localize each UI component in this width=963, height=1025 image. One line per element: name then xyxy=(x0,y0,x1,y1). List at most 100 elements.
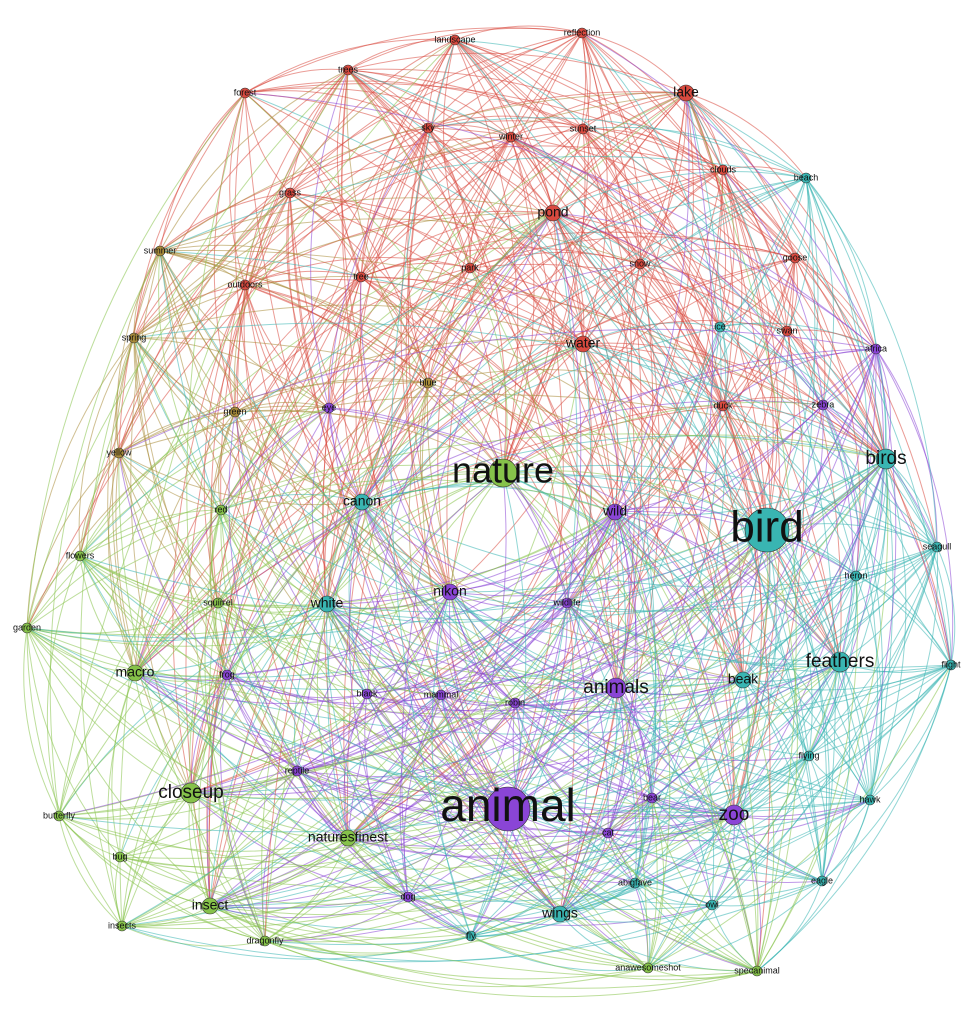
node-lake xyxy=(677,84,695,102)
graph-edge xyxy=(115,452,192,794)
graph-edge xyxy=(130,250,192,794)
graph-edge xyxy=(190,92,687,794)
node-swan xyxy=(781,325,793,337)
graph-edge xyxy=(79,411,236,557)
node-label-spring: spring xyxy=(122,332,147,342)
graph-edge xyxy=(79,555,328,608)
graph-edge xyxy=(26,407,330,629)
graph-edge xyxy=(502,401,824,474)
graph-edge xyxy=(133,337,330,409)
graph-edge xyxy=(449,591,609,834)
node-label-eye: eye xyxy=(322,402,337,412)
graph-edge xyxy=(186,92,266,942)
node-label-wild: wild xyxy=(602,503,627,519)
graph-edge xyxy=(118,452,952,669)
graph-edge xyxy=(119,69,349,927)
graph-edge xyxy=(582,343,938,548)
node-spring xyxy=(128,332,140,344)
graph-edge xyxy=(322,39,456,605)
graph-edge xyxy=(469,92,687,269)
node-label-black: black xyxy=(356,688,378,698)
graph-edge xyxy=(159,250,236,413)
node-label-green: green xyxy=(223,406,246,416)
graph-edge xyxy=(614,511,715,906)
graph-edge xyxy=(427,127,616,513)
node-cat xyxy=(602,827,614,839)
graph-edge xyxy=(440,694,649,969)
graph-edge xyxy=(346,69,429,384)
graph-edge xyxy=(427,267,471,384)
node-label-nature: nature xyxy=(452,450,554,491)
graph-edge xyxy=(552,212,823,882)
graph-edge xyxy=(244,92,877,350)
graph-edge xyxy=(326,136,512,605)
graph-edge xyxy=(756,458,889,972)
graph-edge xyxy=(118,452,266,942)
node-park xyxy=(464,262,476,274)
node-label-garden: garden xyxy=(13,622,41,632)
node-robin xyxy=(509,697,521,709)
graph-edge xyxy=(582,126,807,179)
node-label-abigfave: abigfave xyxy=(618,877,652,887)
node-label-zebra: zebra xyxy=(812,399,835,409)
node-green xyxy=(229,406,241,418)
node-label-reptile: reptile xyxy=(285,765,310,775)
node-macro xyxy=(126,664,144,682)
node-label-cat: cat xyxy=(602,827,615,837)
graph-edge xyxy=(26,509,222,629)
node-label-outdoors: outdoors xyxy=(227,279,263,289)
node-tree xyxy=(355,271,367,283)
graph-edge xyxy=(742,458,887,681)
graph-edge xyxy=(582,343,744,681)
graph-edge xyxy=(134,672,192,794)
node-wild xyxy=(606,503,624,521)
node-label-bear: bear xyxy=(643,792,661,802)
graph-edge xyxy=(244,136,512,286)
graph-edge xyxy=(26,591,451,647)
graph-edge xyxy=(470,212,578,937)
graph-edge xyxy=(289,192,504,474)
graph-edge xyxy=(133,136,512,339)
graph-edge xyxy=(733,664,952,816)
node-pond xyxy=(544,204,562,222)
node-label-anawesomeshot: anawesomeshot xyxy=(615,962,681,972)
graph-edge xyxy=(875,348,954,666)
graph-edge xyxy=(190,679,744,800)
graph-edge xyxy=(469,251,641,269)
node-heron xyxy=(850,570,862,582)
node-label-africa: africa xyxy=(865,343,887,353)
node-label-mammal: mammal xyxy=(424,689,459,699)
graph-edge xyxy=(133,69,349,339)
graph-edge xyxy=(206,276,362,907)
node-label-ice: ice xyxy=(714,321,726,331)
graph-edge xyxy=(58,674,228,817)
node-label-pond: pond xyxy=(537,204,568,220)
graph-edge xyxy=(220,92,687,511)
graph-edge xyxy=(449,591,823,882)
graph-edge xyxy=(507,546,938,810)
graph-edge xyxy=(121,880,823,963)
node-label-goose: goose xyxy=(783,252,808,262)
graph-edge xyxy=(722,169,824,406)
node-label-flying: flying xyxy=(798,750,819,760)
node-reflection xyxy=(576,27,588,39)
graph-edge xyxy=(582,342,824,406)
graph-edge xyxy=(226,472,504,676)
graph-edge xyxy=(566,602,758,972)
graph-edge xyxy=(360,231,796,278)
graph-edge xyxy=(514,702,636,884)
graph-edge xyxy=(722,405,828,882)
graph-edge xyxy=(361,501,653,799)
graph-edge xyxy=(407,896,561,920)
node-zebra xyxy=(817,399,829,411)
graph-edge xyxy=(190,511,616,794)
graph-edge xyxy=(322,127,429,605)
graph-edge xyxy=(336,69,362,278)
graph-edge xyxy=(293,603,328,772)
graph-edge xyxy=(431,591,472,937)
graph-edge xyxy=(209,814,735,916)
graph-edge xyxy=(296,770,609,837)
node-abigfave xyxy=(629,877,641,889)
node-label-owl: owl xyxy=(705,899,719,909)
graph-edge xyxy=(566,602,952,674)
